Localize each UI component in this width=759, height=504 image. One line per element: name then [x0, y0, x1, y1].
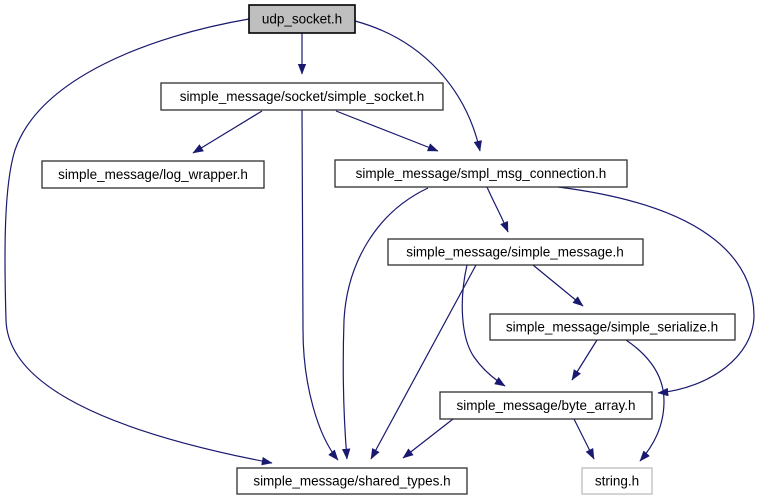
node-simple-socket[interactable]: simple_message/socket/simple_socket.h	[160, 82, 444, 111]
edge-udp-socket-to-shared-types	[4, 18, 273, 466]
edge-udp-socket-to-smpl-msg-connection	[354, 20, 482, 152]
node-udp-socket-box[interactable]	[248, 4, 356, 34]
node-log-wrapper-box[interactable]	[41, 160, 265, 189]
node-log-wrapper[interactable]: simple_message/log_wrapper.h	[41, 160, 265, 189]
node-byte-array-label: simple_message/byte_array.h	[456, 398, 635, 413]
node-simple-message-label: simple_message/simple_message.h	[406, 245, 624, 260]
node-simple-socket-label: simple_message/socket/simple_socket.h	[180, 89, 425, 104]
edge-smpl-msg-connection-to-simple-message	[486, 186, 509, 233]
edge-simple-socket-to-log-wrapper	[192, 110, 263, 154]
node-smpl-msg-connection[interactable]: simple_message/smpl_msg_connection.h	[334, 159, 628, 188]
node-string-label: string.h	[595, 474, 639, 489]
edge-byte-array-to-shared-types	[402, 418, 454, 459]
node-simple-serialize[interactable]: simple_message/simple_serialize.h	[489, 313, 736, 341]
node-simple-message[interactable]: simple_message/simple_message.h	[387, 238, 644, 266]
node-simple-serialize-box[interactable]	[489, 313, 736, 341]
node-simple-serialize-label: simple_message/simple_serialize.h	[506, 320, 718, 335]
node-byte-array[interactable]: simple_message/byte_array.h	[439, 391, 653, 420]
node-simple-socket-box[interactable]	[160, 82, 444, 111]
edge-group	[4, 18, 755, 466]
edge-simple-socket-to-shared-types	[301, 109, 339, 461]
edge-simple-serialize-to-byte-array	[571, 339, 598, 381]
node-string-box[interactable]	[581, 467, 653, 495]
edge-simple-message-to-simple-serialize	[532, 264, 584, 307]
node-udp-socket-label: udp_socket.h	[262, 12, 342, 27]
node-simple-message-box[interactable]	[387, 238, 644, 266]
node-smpl-msg-connection-box[interactable]	[334, 159, 628, 188]
node-shared-types[interactable]: simple_message/shared_types.h	[236, 467, 468, 495]
edge-byte-array-to-string	[573, 418, 595, 460]
edge-smpl-msg-connection-to-byte-array	[557, 186, 755, 397]
node-udp-socket[interactable]: udp_socket.h	[248, 4, 356, 34]
node-log-wrapper-label: simple_message/log_wrapper.h	[58, 167, 248, 182]
edge-simple-serialize-to-string	[625, 339, 665, 462]
node-shared-types-box[interactable]	[236, 467, 468, 495]
node-byte-array-box[interactable]	[439, 391, 653, 420]
edge-smpl-msg-connection-to-shared-types	[341, 187, 429, 460]
edge-simple-message-to-shared-types	[370, 264, 477, 460]
node-shared-types-label: simple_message/shared_types.h	[253, 474, 450, 489]
node-string[interactable]: string.h	[581, 467, 653, 495]
node-smpl-msg-connection-label: simple_message/smpl_msg_connection.h	[356, 166, 607, 181]
edge-simple-message-to-byte-array	[461, 264, 506, 387]
edge-simple-socket-to-smpl-msg-connection	[335, 110, 439, 152]
